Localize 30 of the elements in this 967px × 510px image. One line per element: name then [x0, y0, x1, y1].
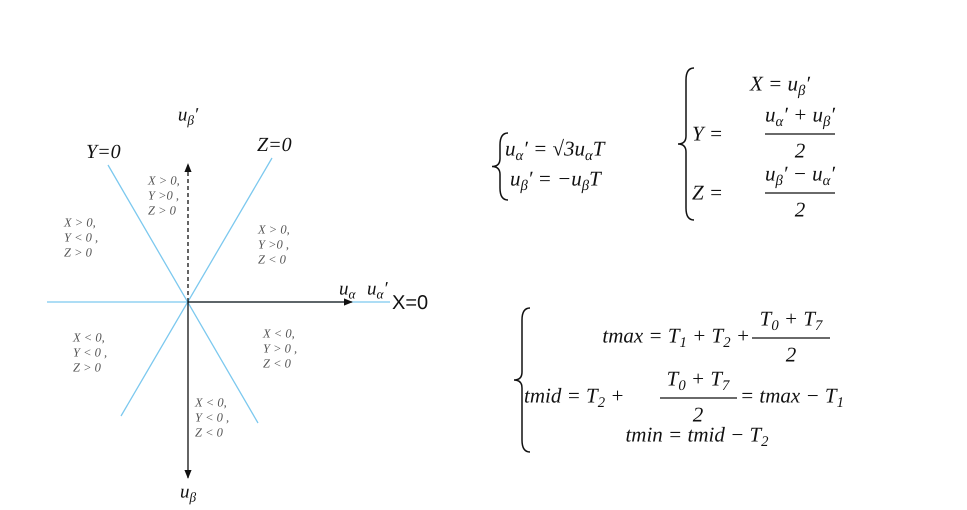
equation: Z =	[692, 181, 724, 205]
equation: tmid = T$_{2}$ +	[524, 384, 624, 412]
equation: tmin = tmid − T$_{2}$	[625, 424, 769, 450]
axis-label: u$_{α}$′	[367, 280, 388, 302]
equation: 2	[794, 139, 806, 163]
region-label: X < 0, Y > 0 , Z < 0	[263, 326, 298, 372]
equation: X = u$_{β}$′	[750, 72, 810, 100]
equation: 2	[794, 198, 806, 222]
equation: = tmax − T$_{1}$	[740, 384, 844, 412]
axis-label: u$_{β}$	[180, 482, 196, 506]
region-label: X < 0, Y < 0 , Z < 0	[195, 396, 230, 440]
equation: u$_{β}$′ − u$_{α}$′	[765, 162, 835, 190]
line-label: Z=0	[257, 134, 292, 156]
axis-label: u$_{α}$	[339, 280, 356, 302]
equation: 2	[786, 343, 796, 367]
equation: u$_{β}$′ = −u$_{β}$T	[510, 168, 601, 194]
equation: Y =	[692, 122, 724, 146]
line-label: X=0	[392, 292, 428, 314]
equation: tmax = T$_{1}$ + T$_{2}$ +	[602, 324, 750, 352]
region-label: X > 0, Y >0 , Z < 0	[258, 222, 290, 268]
region-label: X > 0, Y >0 , Z > 0	[148, 174, 180, 218]
axis-label: u$_{β}$′	[178, 106, 198, 128]
equation: u$_{α}$′ + u$_{β}$′	[765, 104, 835, 130]
region-label: X > 0, Y < 0 , Z > 0	[64, 216, 98, 260]
equation: u$_{α}$′ = √3u$_{α}$T	[505, 138, 604, 164]
equation: T$_{0}$ + T$_{7}$	[666, 368, 730, 394]
region-label: X < 0, Y < 0 , Z > 0	[73, 330, 108, 376]
equation: 2	[692, 403, 704, 426]
equation: T$_{0}$ + T$_{7}$	[760, 308, 822, 334]
line-label: Y=0	[86, 141, 121, 163]
